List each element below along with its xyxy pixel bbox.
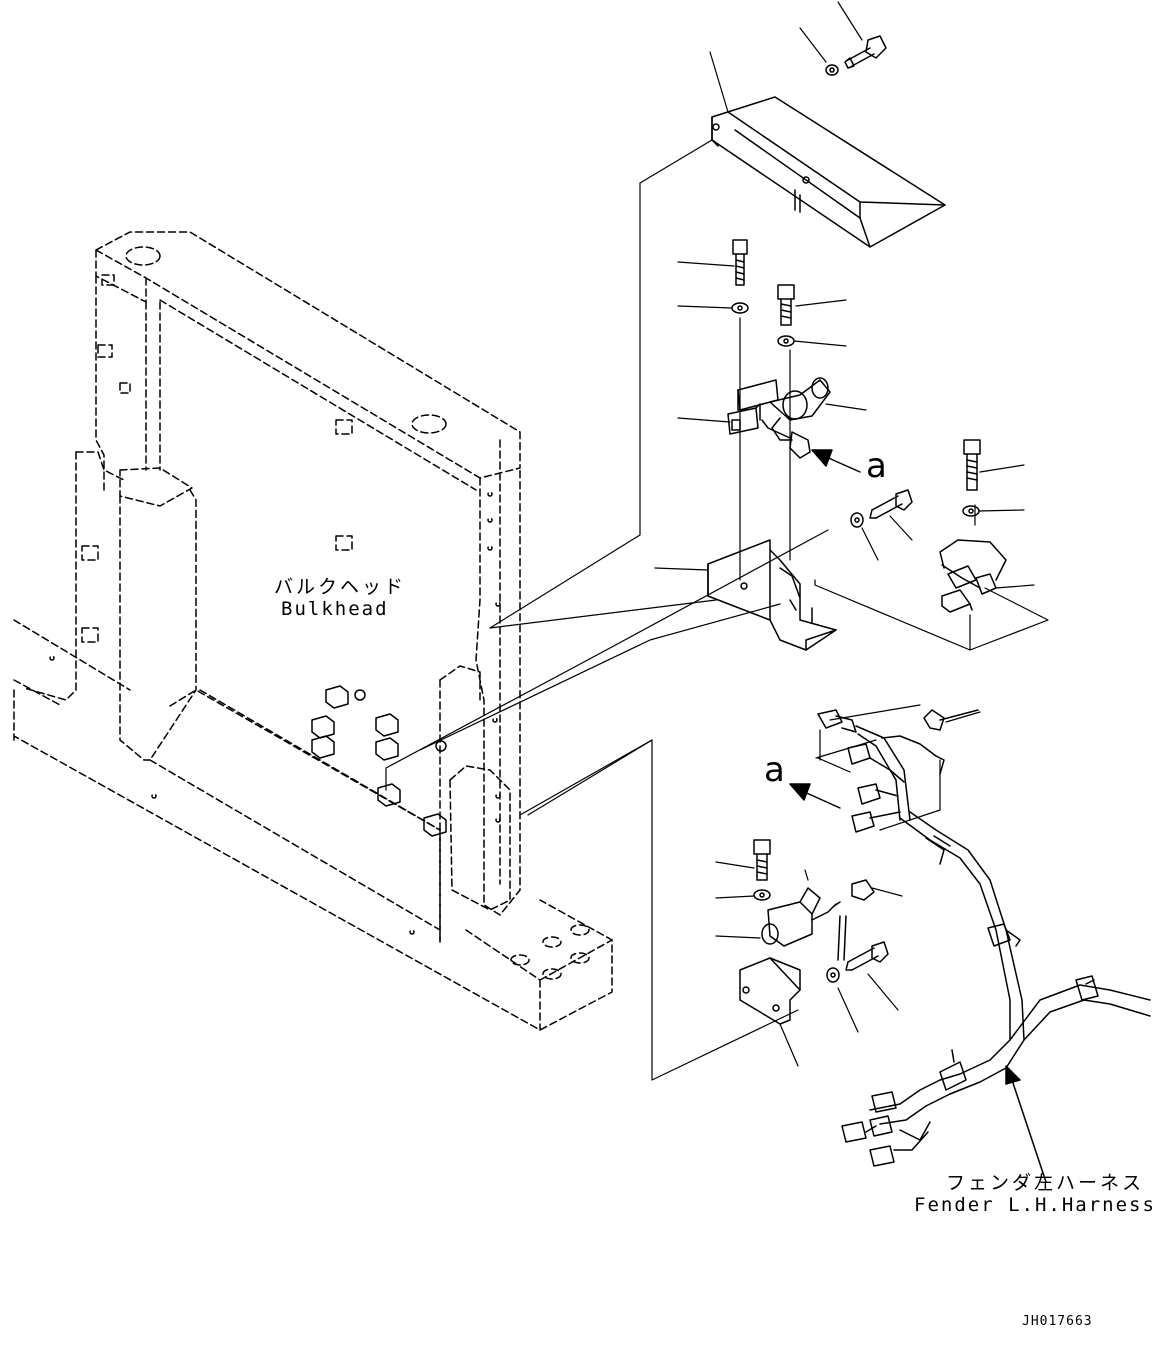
view-marker-a-upper: a — [866, 446, 887, 486]
view-arrows — [789, 449, 1047, 1183]
cover-plate — [711, 96, 946, 248]
part-leaders — [654, 1, 1035, 1067]
harness-label-jp: フェンダ左ハーネス — [946, 1172, 1145, 1194]
bulkhead-frame — [13, 231, 613, 1031]
lower-relay-group — [739, 839, 889, 1025]
mounting-bracket — [707, 539, 837, 651]
middle-bolts — [731, 239, 795, 347]
assembly-lines — [385, 139, 1049, 1081]
bulkhead-label-en: Bulkhead — [281, 598, 389, 620]
view-marker-a-lower: a — [764, 750, 785, 790]
top-bolt-and-washer — [825, 35, 887, 76]
bulkhead-label-jp: バルクヘッド — [274, 576, 407, 598]
relay-assembly — [727, 377, 831, 459]
weld-nuts — [311, 685, 447, 837]
harness — [817, 709, 1151, 1167]
drawing-code: JH017663 — [1022, 1314, 1093, 1329]
sensor-assembly — [939, 439, 1007, 613]
harness-label-en: Fender L.H.Harness — [914, 1194, 1156, 1216]
side-bolt — [850, 489, 913, 528]
